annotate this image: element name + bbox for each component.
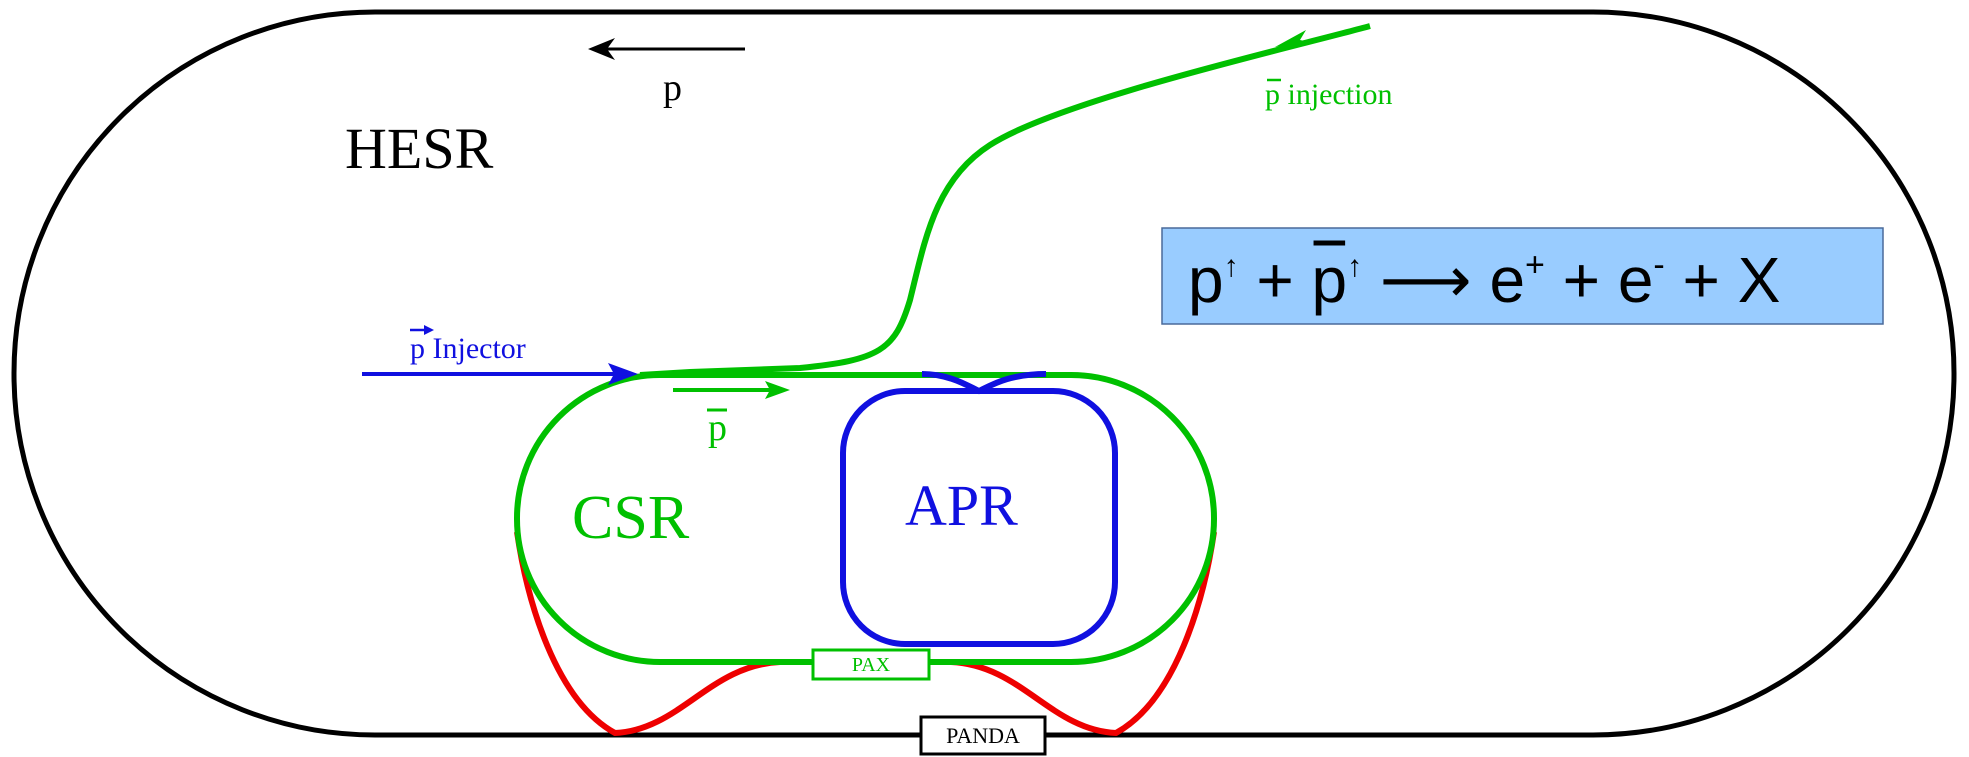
pbar-injection-arrowhead bbox=[1275, 30, 1314, 47]
reaction-formula: p↑ + p↑ ⟶ e+ + e- + X bbox=[1188, 244, 1780, 316]
pbar-injection-symbol: p bbox=[1265, 78, 1280, 111]
pax-label: PAX bbox=[852, 654, 891, 676]
pol-injector-text: Injector bbox=[425, 332, 526, 365]
reaction-pbar: p bbox=[1312, 244, 1348, 316]
reaction-box bbox=[1161, 227, 1884, 325]
panda-bypass-path bbox=[950, 531, 1217, 737]
pbar-injection-line bbox=[639, 23, 1371, 378]
panda-label: PANDA bbox=[946, 723, 1020, 748]
reaction-arrow: ⟶ bbox=[1362, 244, 1489, 316]
reaction-p1: p bbox=[1188, 244, 1224, 316]
reaction-e-plus: e bbox=[1489, 244, 1525, 316]
pbar-injection-text: injection bbox=[1280, 78, 1392, 111]
reaction-e-plus-sup: + bbox=[1525, 246, 1545, 284]
reaction-plus-3: + bbox=[1665, 244, 1738, 316]
apr-label: APR bbox=[905, 473, 1018, 538]
pol-vector-arrow-icon bbox=[410, 325, 434, 335]
pol-injector-symbol: p bbox=[410, 332, 425, 365]
pbar-direction-arrowhead bbox=[765, 381, 790, 399]
reaction-x: X bbox=[1738, 244, 1781, 316]
reaction-up-arrow-2: ↑ bbox=[1347, 250, 1362, 283]
reaction-up-arrow-1: ↑ bbox=[1224, 250, 1239, 283]
pax-box bbox=[811, 648, 931, 681]
csr-label: CSR bbox=[572, 484, 690, 552]
proton-label: p bbox=[663, 67, 682, 109]
pol-injector-label: p Injector bbox=[410, 332, 526, 365]
pbar-label: p bbox=[708, 407, 727, 449]
apr-crossing bbox=[921, 371, 1047, 395]
panda-bypass-path bbox=[514, 531, 781, 737]
proton-direction-arrow bbox=[588, 38, 745, 60]
pbar-injection-label: p injection bbox=[1265, 78, 1392, 111]
pol-injector-arrowhead bbox=[608, 363, 638, 385]
reaction-plus-1: + bbox=[1239, 244, 1312, 316]
hesr-label: HESR bbox=[345, 116, 494, 181]
reaction-plus-2: + bbox=[1545, 244, 1618, 316]
reaction-e-minus: e bbox=[1618, 244, 1654, 316]
reaction-e-minus-sup: - bbox=[1653, 246, 1664, 284]
panda-box bbox=[919, 715, 1047, 756]
